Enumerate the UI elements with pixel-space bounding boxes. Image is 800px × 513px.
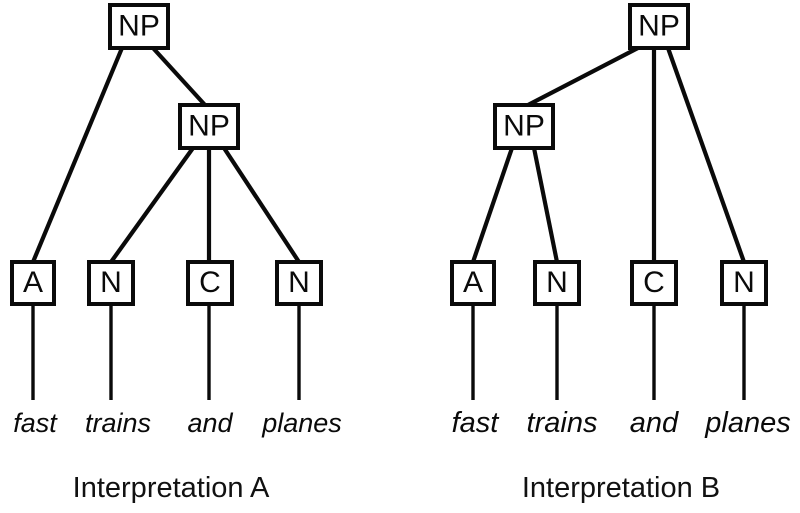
leaf-word-a-leaf-and: and: [187, 408, 233, 438]
leaf-word-a-leaf-fast: fast: [13, 408, 58, 438]
node-label-a-pos-a: A: [23, 266, 43, 299]
leaf-word-a-leaf-planes: planes: [261, 408, 342, 438]
tree-edge-a-np-root-to-a-np-inner: [151, 46, 207, 107]
node-box-b-pos-a: [450, 260, 496, 306]
leaf-word-b-leaf-trains: trains: [527, 407, 598, 439]
node-box-a-np-inner: [178, 103, 240, 150]
tree-node-b-pos-n2[interactable]: N: [720, 260, 768, 306]
tree-node-b-np-root[interactable]: NP: [628, 3, 690, 50]
tree-node-b-pos-n1[interactable]: N: [533, 260, 581, 306]
tree-node-b-pos-a[interactable]: A: [450, 260, 496, 306]
tree-node-a-pos-n1[interactable]: N: [87, 260, 135, 306]
node-label-a-pos-n1: N: [100, 266, 122, 299]
node-box-b-np-root: [628, 3, 690, 50]
node-box-a-np-root: [108, 3, 170, 50]
node-box-a-pos-n1: [87, 260, 135, 306]
leaf-stems-layer: [31, 304, 746, 400]
node-label-b-pos-n2: N: [733, 266, 755, 299]
node-box-a-pos-a: [10, 260, 56, 306]
node-label-a-np-inner: NP: [188, 109, 230, 142]
tree-edge-b-np-root-to-b-np-inner: [527, 46, 639, 107]
node-box-a-pos-n2: [275, 260, 323, 306]
tree-node-b-np-inner[interactable]: NP: [493, 103, 555, 150]
tree-edge-b-np-root-to-b-pos-n2: [666, 47, 746, 263]
node-label-a-pos-c: C: [199, 266, 221, 299]
leaf-word-b-leaf-fast: fast: [452, 407, 501, 439]
node-label-b-pos-a: A: [463, 266, 483, 299]
tree-node-a-pos-c[interactable]: C: [186, 260, 234, 306]
tree-node-b-pos-c[interactable]: C: [630, 260, 678, 306]
node-box-b-pos-n2: [720, 260, 768, 306]
node-label-b-np-root: NP: [638, 9, 680, 42]
node-label-b-pos-c: C: [643, 266, 665, 299]
leaf-words-layer: fast trains and planes fast trains and planes: [13, 407, 791, 439]
leaf-word-b-leaf-planes: planes: [704, 407, 790, 439]
edges-layer: [31, 46, 746, 264]
leaf-word-a-leaf-trains: trains: [85, 408, 151, 438]
node-label-b-np-inner: NP: [503, 109, 545, 142]
tree-node-a-np-root[interactable]: NP: [108, 3, 170, 50]
node-box-b-np-inner: [493, 103, 555, 150]
leaf-word-b-leaf-and: and: [630, 407, 679, 439]
tree-edge-b-np-inner-to-b-pos-n1: [531, 147, 560, 263]
captions-layer: Interpretation A Interpretation B: [73, 472, 720, 504]
tree-node-a-np-inner[interactable]: NP: [178, 103, 240, 150]
node-label-a-pos-n2: N: [288, 266, 310, 299]
tree-edge-a-np-inner-to-a-pos-n2: [222, 146, 301, 264]
node-label-b-pos-n1: N: [546, 266, 568, 299]
tree-node-a-pos-n2[interactable]: N: [275, 260, 323, 306]
node-box-a-pos-c: [186, 260, 234, 306]
nodes-layer: NP NP A N C N NP NP A N C N: [10, 3, 768, 306]
node-label-a-np-root: NP: [118, 9, 160, 42]
node-box-b-pos-n1: [533, 260, 581, 306]
tree-edge-b-np-inner-to-b-pos-a: [471, 147, 514, 263]
caption-interpretation-a: Interpretation A: [73, 472, 270, 504]
tree-edge-a-np-inner-to-a-pos-n1: [109, 146, 195, 264]
node-box-b-pos-c: [630, 260, 678, 306]
tree-node-a-pos-a[interactable]: A: [10, 260, 56, 306]
caption-interpretation-b: Interpretation B: [522, 472, 720, 504]
tree-edge-a-np-root-to-a-pos-a: [31, 47, 124, 263]
